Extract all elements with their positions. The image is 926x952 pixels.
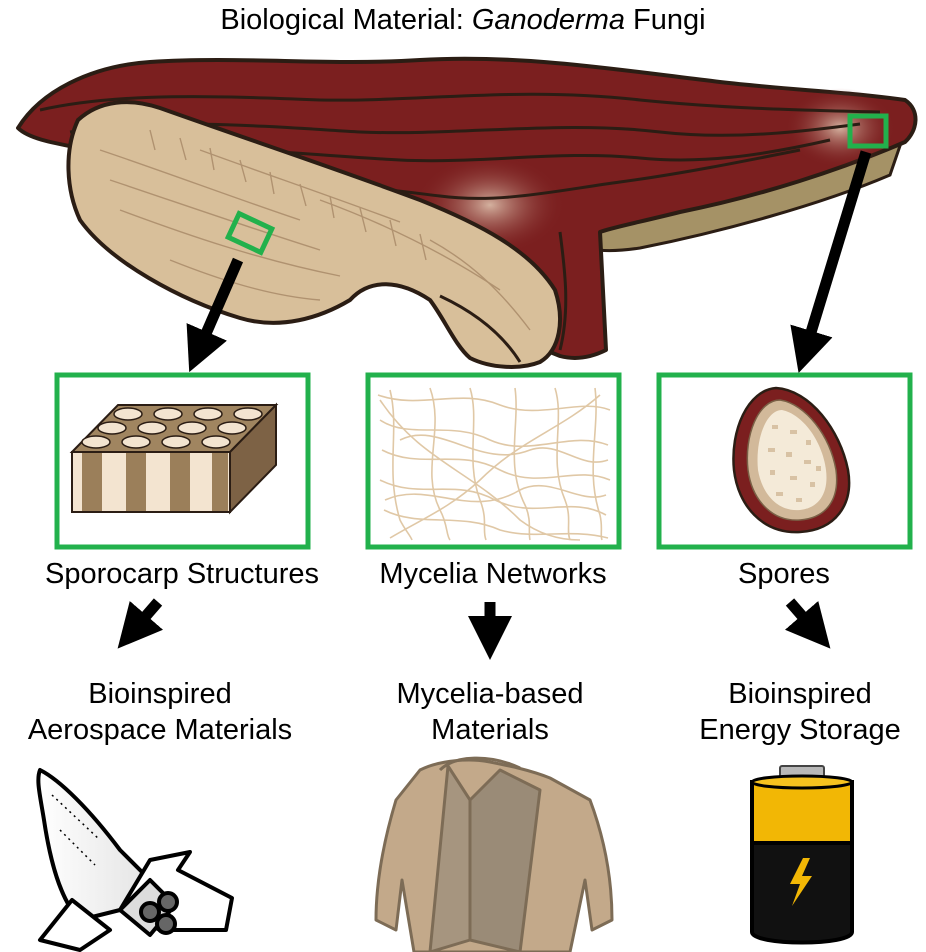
application-label-energy-line1: Bioinspired: [680, 677, 920, 711]
jacket-icon: [376, 758, 612, 952]
structure-label-mycelia: Mycelia Networks: [338, 557, 648, 591]
arrow-to-aerospace: [132, 602, 158, 632]
battery-icon: [752, 766, 852, 943]
application-label-mycelia-line1: Mycelia-based: [350, 677, 630, 711]
structure-label-spores: Spores: [684, 557, 884, 591]
application-label-aerospace-line1: Bioinspired: [0, 677, 320, 711]
application-label-energy-line2: Energy Storage: [676, 713, 924, 747]
structure-label-sporocarp: Sporocarp Structures: [17, 557, 347, 591]
application-label-mycelia-line2: Materials: [350, 713, 630, 747]
application-label-aerospace-line2: Aerospace Materials: [0, 713, 320, 747]
sporocarp-block-icon: [72, 405, 276, 512]
arrow-to-energy: [790, 602, 816, 632]
ganoderma-fungus-illustration: [18, 59, 916, 367]
space-shuttle-icon: [38, 770, 232, 950]
